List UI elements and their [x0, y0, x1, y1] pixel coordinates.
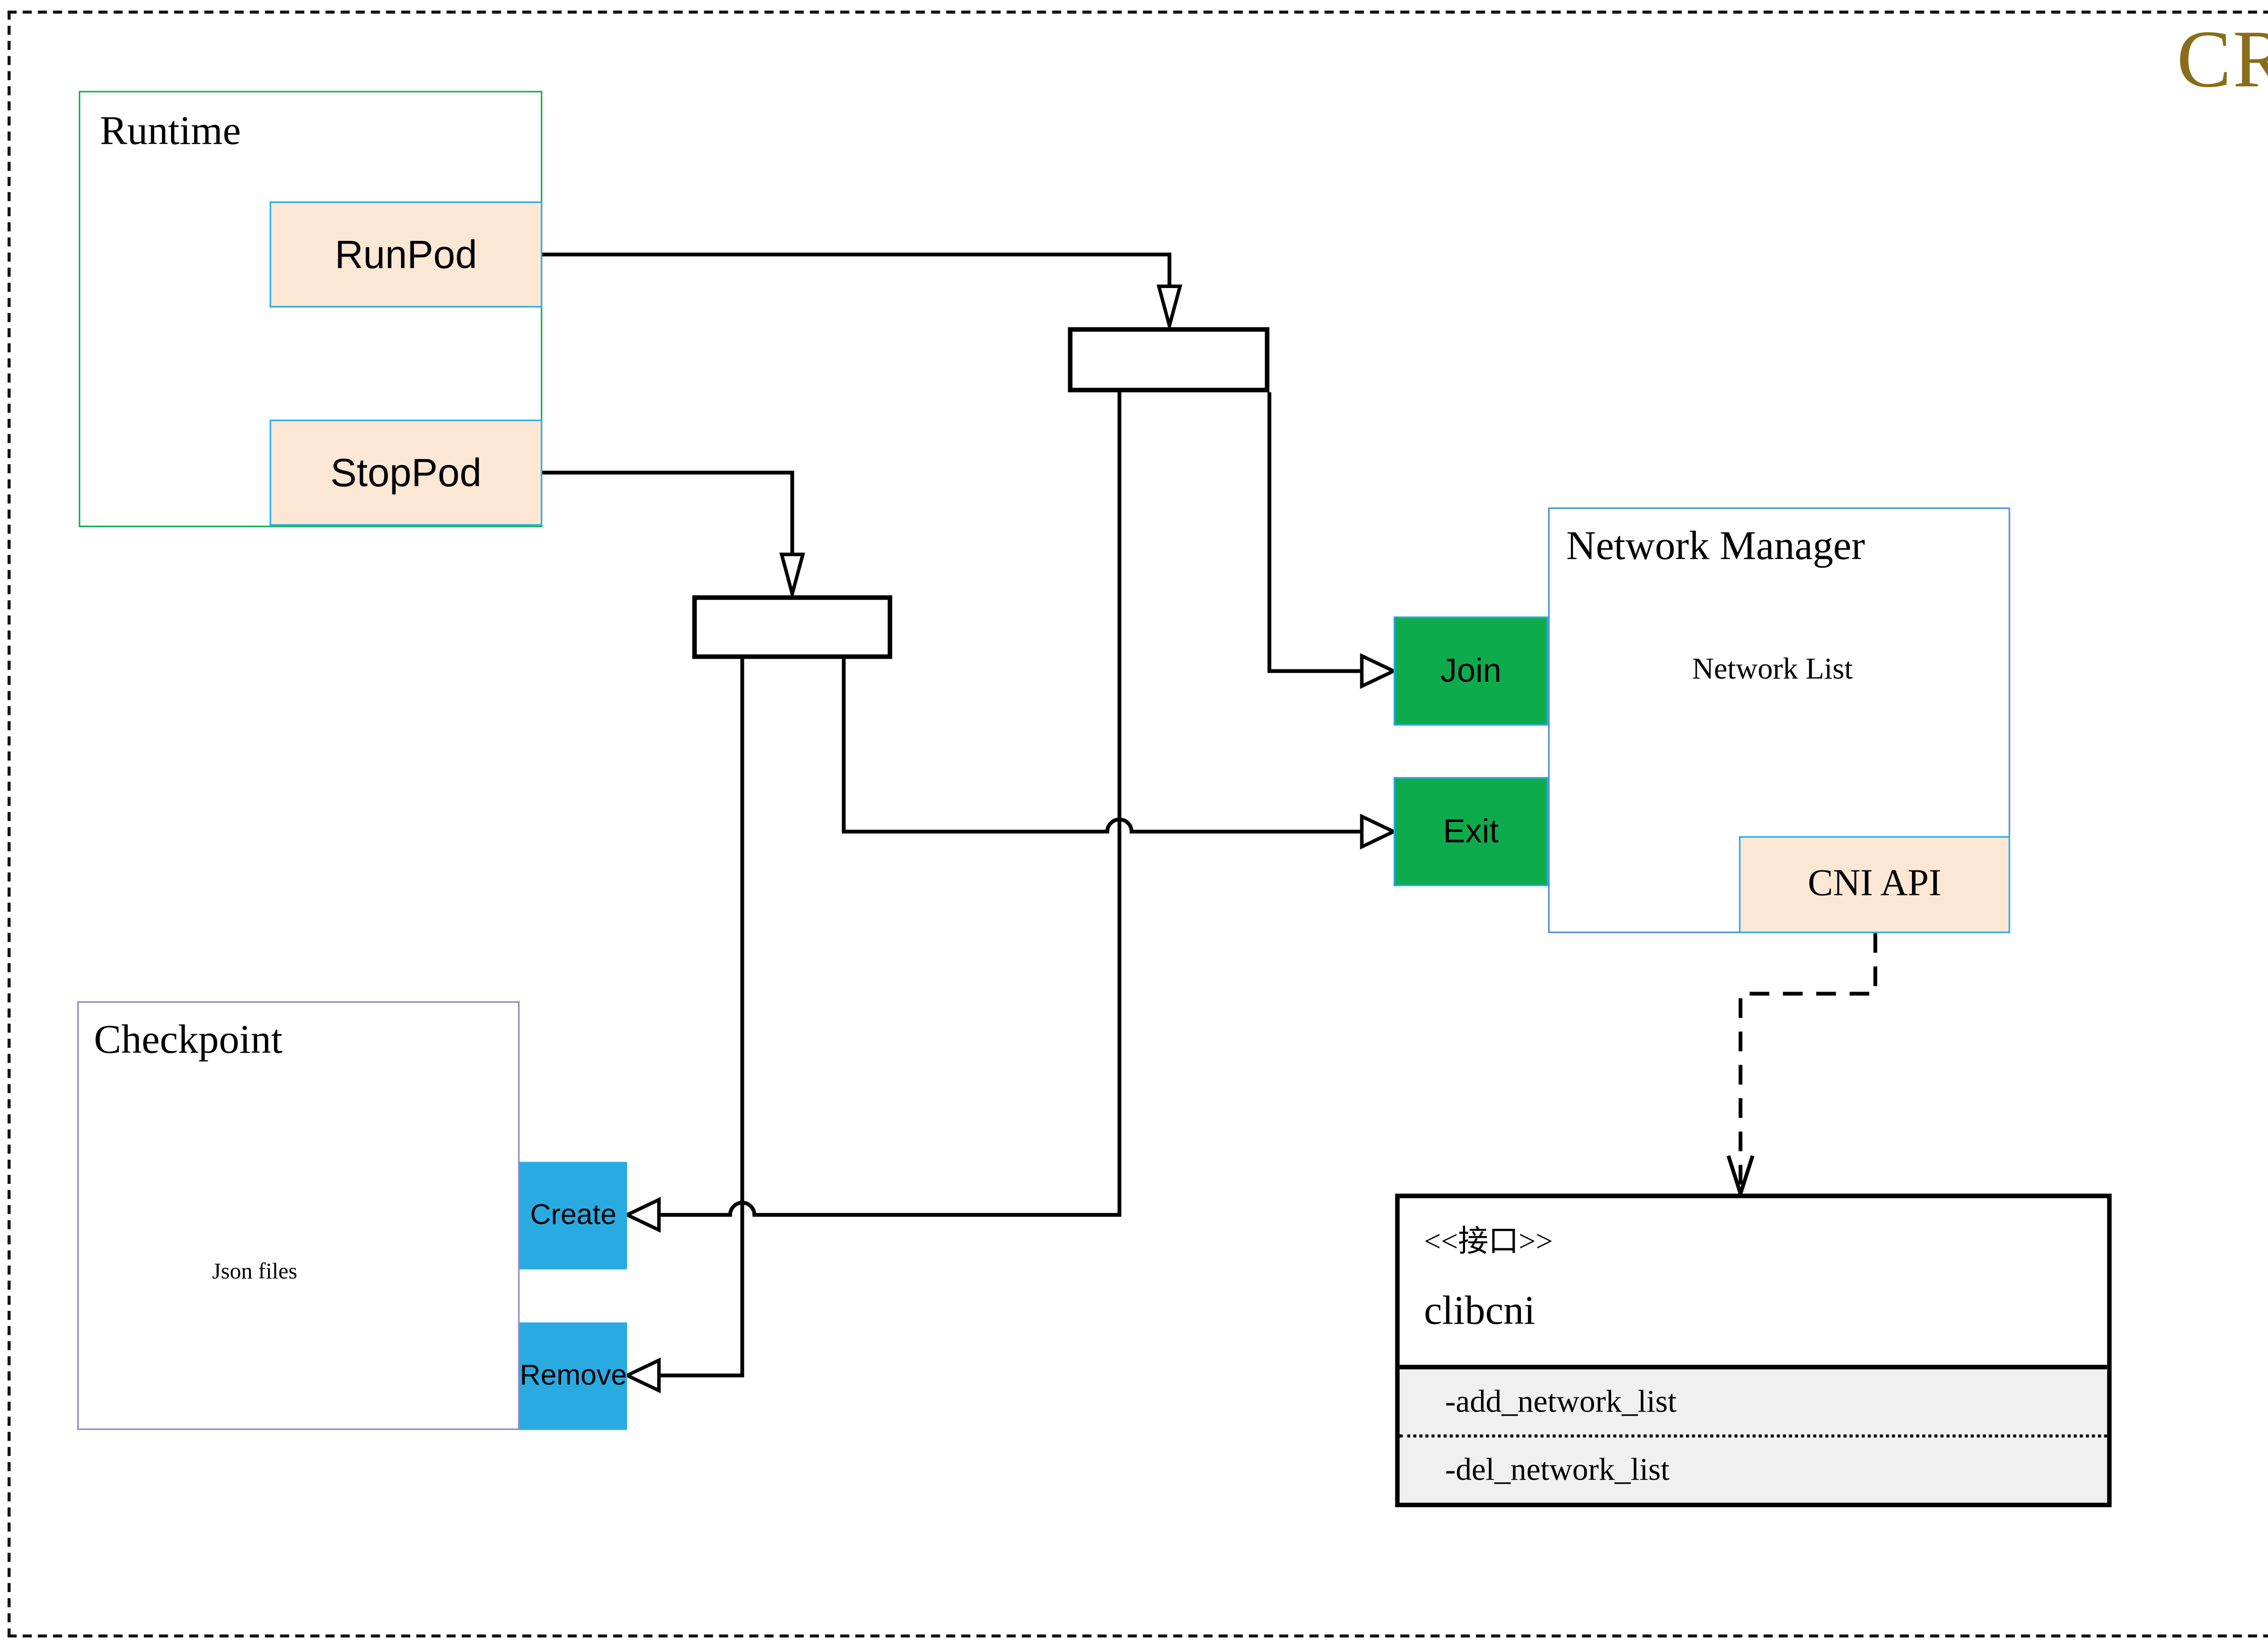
- clibcni-header: <<接口>> clibcni: [1399, 1198, 2107, 1365]
- clibcni-interface-box: <<接口>> clibcni -add_network_list -del_ne…: [1395, 1193, 2112, 1507]
- clibcni-name-label: clibcni: [1424, 1287, 1535, 1333]
- network-manager-title: Network Manager: [1566, 523, 1865, 568]
- clibcni-methods-section: -add_network_list -del_network_list: [1399, 1364, 2107, 1503]
- network-list-label: Network List: [1692, 653, 1853, 686]
- cni-api-box: CNI API: [1739, 836, 2010, 933]
- exit-button[interactable]: Exit: [1393, 777, 1548, 886]
- page-title: CRI: [2176, 14, 2268, 105]
- checkpoint-title: Checkpoint: [94, 1016, 283, 1062]
- remove-button[interactable]: Remove: [519, 1322, 627, 1430]
- stoppod-button[interactable]: StopPod: [269, 420, 543, 526]
- junction-box-1: [1068, 327, 1270, 392]
- runtime-title: Runtime: [100, 108, 241, 153]
- clibcni-method-add: -add_network_list: [1399, 1369, 2107, 1438]
- outer-dashed-border: [7, 10, 2268, 1637]
- runpod-button[interactable]: RunPod: [269, 201, 543, 308]
- clibcni-stereotype-label: <<接口>>: [1424, 1225, 1553, 1259]
- clibcni-method-del: -del_network_list: [1445, 1451, 1670, 1488]
- checkpoint-box: Checkpoint: [77, 1001, 520, 1430]
- json-files-label: Json files: [212, 1260, 298, 1285]
- create-button[interactable]: Create: [519, 1162, 627, 1270]
- join-button[interactable]: Join: [1393, 616, 1548, 726]
- junction-box-2: [692, 595, 892, 659]
